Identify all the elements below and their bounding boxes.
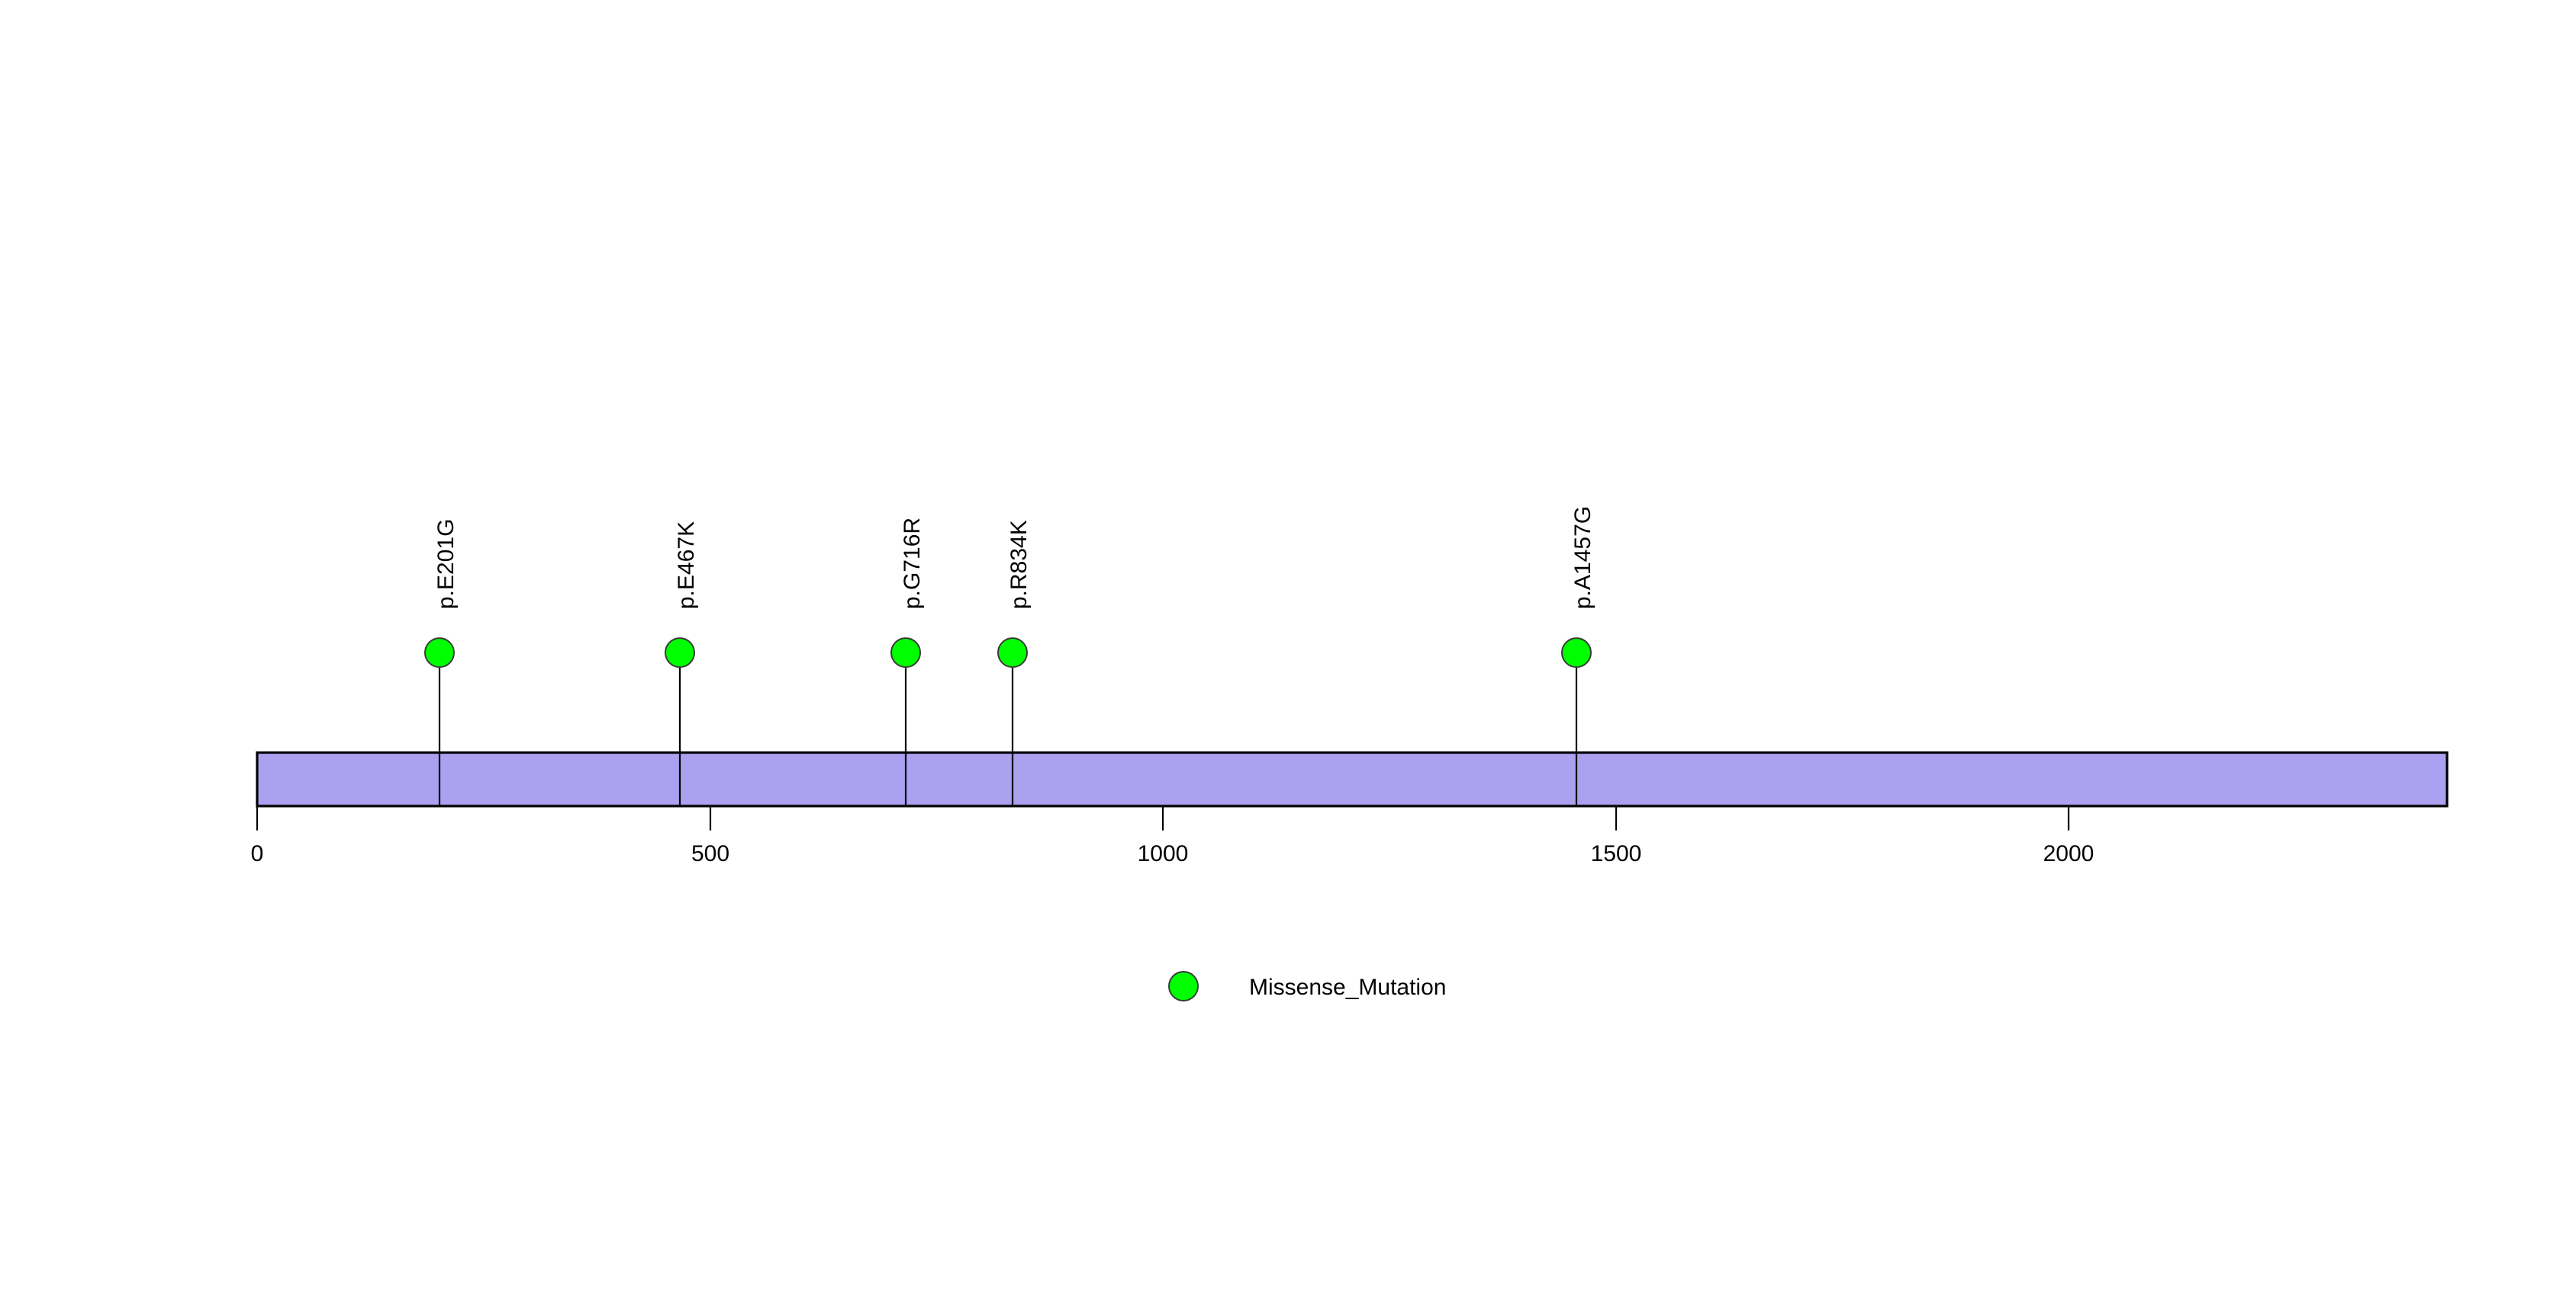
axis-tick-label-1: 500 (691, 841, 729, 866)
mutation-label-0: p.E201G (433, 519, 459, 609)
mutation-label-1: p.E467K (674, 521, 699, 609)
axis-tick-label-4: 2000 (2043, 841, 2095, 866)
mutation-label-3: p.R834K (1006, 520, 1032, 609)
axis-tick-label-3: 1500 (1591, 841, 1642, 866)
lollipop-heads (424, 637, 1592, 668)
protein-domain-full-length[interactable] (256, 751, 2449, 808)
axis-tick-label-0: 0 (251, 841, 264, 866)
lollipop-head-3[interactable] (997, 637, 1028, 668)
axis-tick-label-2: 1000 (1138, 841, 1189, 866)
mutation-label-2: p.G716R (900, 518, 925, 609)
legend: Missense_Mutation (1168, 971, 1446, 1001)
x-axis: 0 500 1000 1500 2000 (251, 806, 2095, 866)
lollipop-stems-over-bar (438, 753, 1578, 806)
legend-marker-missense-mutation[interactable] (1168, 971, 1199, 1001)
mutation-label-4: p.A1457G (1570, 506, 1596, 609)
legend-label-missense-mutation: Missense_Mutation (1249, 975, 1446, 1000)
lollipop-head-0[interactable] (424, 637, 455, 668)
lollipop-head-2[interactable] (890, 637, 921, 668)
lollipop-head-4[interactable] (1561, 637, 1592, 668)
protein-backbone (256, 751, 2449, 808)
mutation-labels: p.E201G p.E467K p.G716R p.R834K p.A1457G (433, 506, 1596, 609)
lollipop-head-1[interactable] (665, 637, 695, 668)
